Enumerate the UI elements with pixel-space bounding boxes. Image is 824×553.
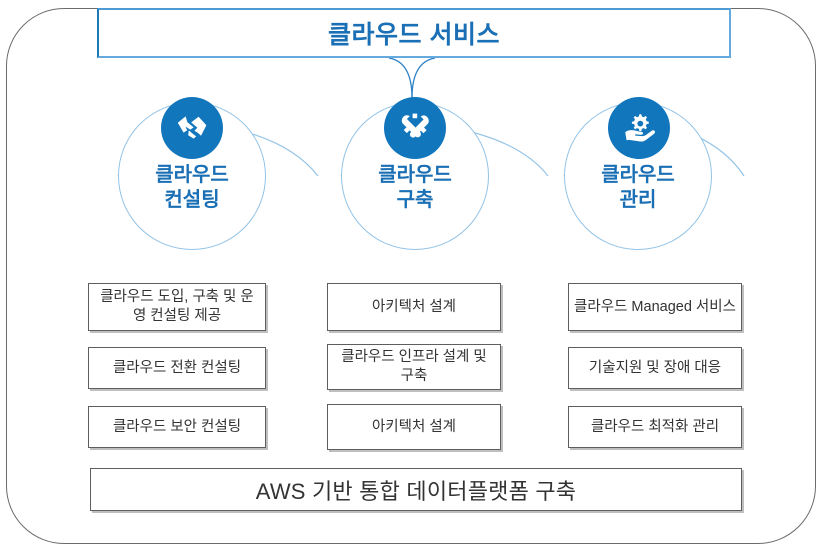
item-box: 아키텍처 설계 — [327, 283, 501, 331]
outer-frame — [6, 8, 816, 544]
item-box: 클라우드 최적화 관리 — [568, 406, 742, 448]
item-box: 아키텍처 설계 — [327, 404, 501, 450]
item-box: 클라우드 인프라 설계 및 구축 — [327, 344, 501, 390]
item-label: 기술지원 및 장애 대응 — [588, 359, 722, 376]
item-label: 클라우드 보안 컨설팅 — [112, 418, 242, 435]
item-box: 클라우드 전환 컨설팅 — [88, 347, 266, 389]
circle-label-build: 클라우드 구축 — [342, 163, 488, 212]
circle-label-line2: 구축 — [396, 188, 434, 211]
item-box: 기술지원 및 장애 대응 — [568, 347, 742, 389]
item-box: 클라우드 도입, 구축 및 운영 컨설팅 제공 — [88, 283, 266, 331]
circle-label-line1: 클라우드 — [601, 164, 675, 186]
item-label: 아키텍처 설계 — [371, 418, 457, 435]
hand-gear-icon — [608, 97, 670, 159]
item-label: 클라우드 전환 컨설팅 — [112, 359, 242, 376]
item-box: 클라우드 Managed 서비스 — [568, 283, 742, 331]
item-label: 클라우드 도입, 구축 및 운영 컨설팅 제공 — [100, 289, 254, 324]
diagram-title-box: 클라우드 서비스 — [97, 8, 731, 58]
item-label: 클라우드 Managed 서비스 — [574, 298, 736, 315]
circle-label-line2: 관리 — [619, 188, 657, 211]
circle-label-line1: 클라우드 — [155, 164, 229, 186]
circle-label-line2: 컨설팅 — [164, 188, 220, 211]
handshake-icon — [161, 97, 223, 159]
item-label: 클라우드 인프라 설계 및 구축 — [341, 349, 487, 384]
footer-box: AWS 기반 통합 데이터플랫폼 구축 — [90, 468, 742, 511]
circle-label-line1: 클라우드 — [378, 164, 452, 186]
circle-label-consulting: 클라우드 컨설팅 — [119, 163, 265, 212]
page-title: 클라우드 서비스 — [328, 21, 500, 49]
circle-label-management: 클라우드 관리 — [565, 163, 711, 212]
item-label: 아키텍처 설계 — [371, 298, 457, 315]
wrench-gear-icon — [384, 97, 446, 159]
item-label: 클라우드 최적화 관리 — [590, 418, 720, 435]
footer-label: AWS 기반 통합 데이터플랫폼 구축 — [255, 478, 577, 504]
item-box: 클라우드 보안 컨설팅 — [88, 406, 266, 448]
